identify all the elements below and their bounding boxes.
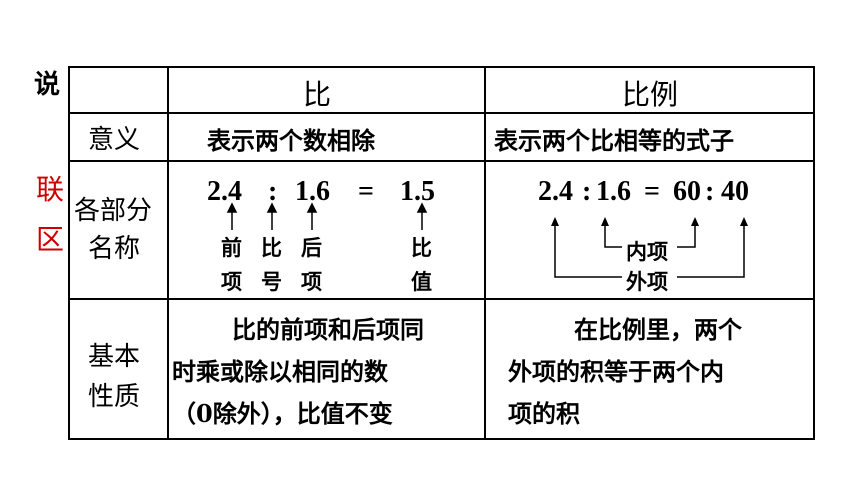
ratio-property-line-3: （0除外），比值不变 — [172, 399, 393, 428]
row-label-meaning: 意义 — [88, 125, 141, 155]
proportion-term-4: 40 — [721, 176, 749, 207]
proportion-property-line-2: 外项的积等于两个内 — [508, 357, 724, 386]
ratio-sign-label-2: 号 — [261, 269, 282, 294]
front-term-label-1: 前 — [221, 235, 242, 260]
inner-terms-label: 内项 — [626, 239, 668, 264]
proportion-term-1: 2.4 — [538, 176, 573, 207]
ratio-sign: : — [268, 176, 278, 207]
row-label-property-1: 基本 — [88, 342, 141, 372]
side-label-top: 说 — [34, 70, 61, 100]
proportion-brackets — [551, 217, 748, 278]
proportion-property-line-1: 在比例里，两个 — [574, 315, 742, 344]
table-divider — [167, 66, 169, 440]
table-divider — [484, 66, 486, 440]
proportion-sign-2: : — [705, 176, 715, 207]
table-border-left — [68, 66, 70, 440]
ratio-value-label-1: 比 — [411, 235, 432, 260]
ratio-property-line-2: 时乘或除以相同的数 — [172, 357, 388, 386]
ratio-value: 1.5 — [400, 176, 435, 207]
header-proportion: 比例 — [622, 78, 679, 111]
table-border-right — [813, 66, 815, 440]
proportion-sign-1: : — [582, 176, 592, 207]
ratio-meaning: 表示两个数相除 — [207, 126, 375, 155]
ratio-back-term: 1.6 — [295, 176, 330, 207]
table-divider — [68, 112, 815, 114]
outer-terms-label: 外项 — [626, 269, 668, 294]
side-label-bottom: 区 — [36, 223, 65, 256]
table-border-bottom — [68, 438, 815, 440]
table-divider — [68, 298, 815, 300]
ratio-property-line-1: 比的前项和后项同 — [232, 315, 424, 344]
proportion-term-3: 60 — [673, 176, 701, 207]
row-label-parts-1: 各部分 — [74, 196, 153, 226]
side-label-mid: 联 — [36, 173, 65, 206]
proportion-term-2: 1.6 — [596, 176, 631, 207]
back-term-label-1: 后 — [301, 235, 322, 260]
ratio-front-term: 2.4 — [207, 176, 242, 207]
front-term-label-2: 项 — [221, 269, 242, 294]
ratio-arrows — [226, 202, 428, 230]
ratio-equals: = — [358, 176, 374, 207]
proportion-meaning: 表示两个比相等的式子 — [494, 126, 734, 155]
proportion-property-line-3: 项的积 — [508, 399, 580, 428]
header-ratio: 比 — [303, 78, 332, 111]
row-label-property-2: 性质 — [88, 382, 141, 412]
proportion-equals: = — [644, 176, 660, 207]
ratio-sign-label-1: 比 — [261, 235, 282, 260]
table-divider — [68, 160, 815, 162]
table-border-top — [68, 66, 815, 68]
row-label-parts-2: 名称 — [88, 234, 141, 264]
back-term-label-2: 项 — [301, 269, 322, 294]
ratio-value-label-2: 值 — [411, 269, 432, 294]
